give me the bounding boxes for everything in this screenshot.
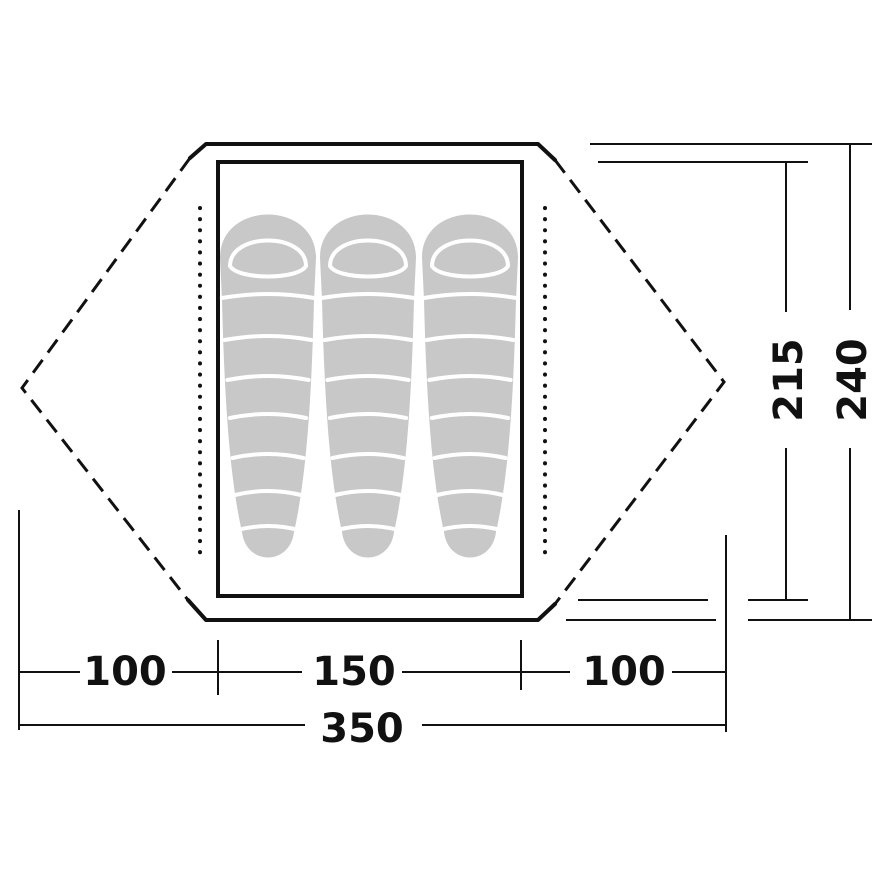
sleeping-bag-quilt-line	[335, 524, 401, 532]
dim-label-total-width: 350	[320, 706, 404, 752]
dim-label-left-vestibule: 100	[83, 649, 167, 695]
right-vestibule-outline	[553, 159, 726, 605]
sleeping-bag-quilt-line	[319, 292, 417, 300]
sleeping-bag-quilt-line	[427, 374, 513, 382]
outer-tent-top-edge	[188, 142, 557, 162]
sleeping-bag-quilt-line	[432, 452, 508, 460]
vertical-dimension-lines	[566, 143, 872, 621]
sleeping-bag-body	[422, 214, 518, 558]
vestibule-outlines	[20, 157, 726, 605]
inner-door-lines	[198, 206, 547, 564]
dim-label-inner-width: 150	[312, 649, 396, 695]
sleeping-bag-quilt-line	[235, 524, 301, 532]
sleeping-bag-quilt-line	[437, 524, 503, 532]
outer-tent-bottom-edge	[186, 598, 557, 622]
dim-label-inner-length: 215	[766, 338, 812, 422]
sleeping-bag-quilt-line	[219, 292, 317, 300]
sleeping-bag-quilt-line	[227, 412, 309, 420]
sleeping-bag-quilt-line	[225, 374, 311, 382]
sleeping-bag-quilt-line	[424, 334, 516, 342]
sleeping-bag-body	[320, 214, 416, 558]
sleeping-bag	[421, 214, 519, 558]
outer-tent-outline	[186, 142, 557, 622]
sleeping-bag-quilt-line	[222, 334, 314, 342]
sleeping-bag-hood	[327, 238, 409, 279]
sleeping-bag-quilt-line	[435, 489, 505, 497]
sleeping-bags	[219, 214, 519, 558]
sleeping-bag-quilt-line	[233, 489, 303, 497]
sleeping-bag	[219, 214, 317, 558]
sleeping-bag-hood	[429, 238, 511, 279]
sleeping-bag-quilt-line	[330, 452, 406, 460]
sleeping-bag-quilt-line	[327, 412, 409, 420]
horizontal-dimension-lines	[18, 510, 727, 732]
sleeping-bag	[319, 214, 417, 558]
left-vestibule-outline	[20, 157, 192, 601]
sleeping-bag-hood	[227, 238, 309, 279]
sleeping-bag-quilt-line	[333, 489, 403, 497]
sleeping-bag-quilt-line	[429, 412, 511, 420]
sleeping-bag-quilt-line	[230, 452, 306, 460]
sleeping-bag-quilt-line	[421, 292, 519, 300]
dim-label-right-vestibule: 100	[582, 649, 666, 695]
sleeping-bag-quilt-line	[322, 334, 414, 342]
sleeping-bag-body	[220, 214, 316, 558]
inner-tent-rectangle	[216, 160, 524, 598]
sleeping-bag-quilt-line	[325, 374, 411, 382]
dim-label-total-length: 240	[830, 338, 876, 422]
